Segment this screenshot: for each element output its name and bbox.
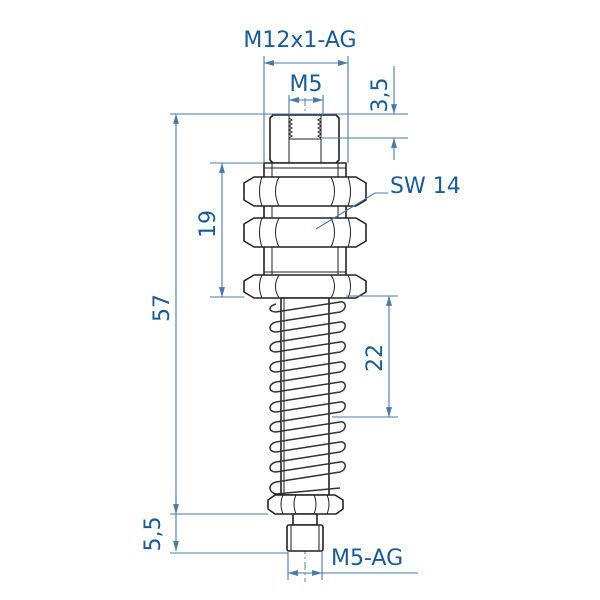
label-inner-thread: M5 — [290, 72, 323, 97]
label-bottom-thread-length: 5,5 — [141, 517, 166, 552]
label-top-thread: M12x1-AG — [243, 28, 356, 53]
label-wrench-size: SW 14 — [390, 174, 461, 199]
dim-spring-length: 22 — [332, 295, 398, 418]
dim-bottom-thread-length: 5,5 — [141, 495, 288, 554]
label-top-depth: 3,5 — [368, 78, 393, 113]
label-overall-length: 57 — [150, 294, 175, 322]
label-spring-length: 22 — [363, 344, 388, 372]
dim-inner-thread: M5 — [288, 72, 324, 115]
label-thread-length: 19 — [196, 210, 221, 238]
label-bottom-thread: M5-AG — [331, 546, 403, 571]
part-body — [243, 114, 367, 552]
dim-top-depth: 3,5 — [170, 66, 408, 160]
dim-wrench-size: SW 14 — [315, 174, 461, 230]
dim-thread-length: 19 — [196, 162, 264, 298]
dim-overall-length: 57 — [150, 114, 179, 551]
dim-bottom-thread: M5-AG — [287, 546, 418, 580]
dim-top-thread: M12x1-AG — [243, 28, 357, 163]
spring — [269, 301, 346, 495]
